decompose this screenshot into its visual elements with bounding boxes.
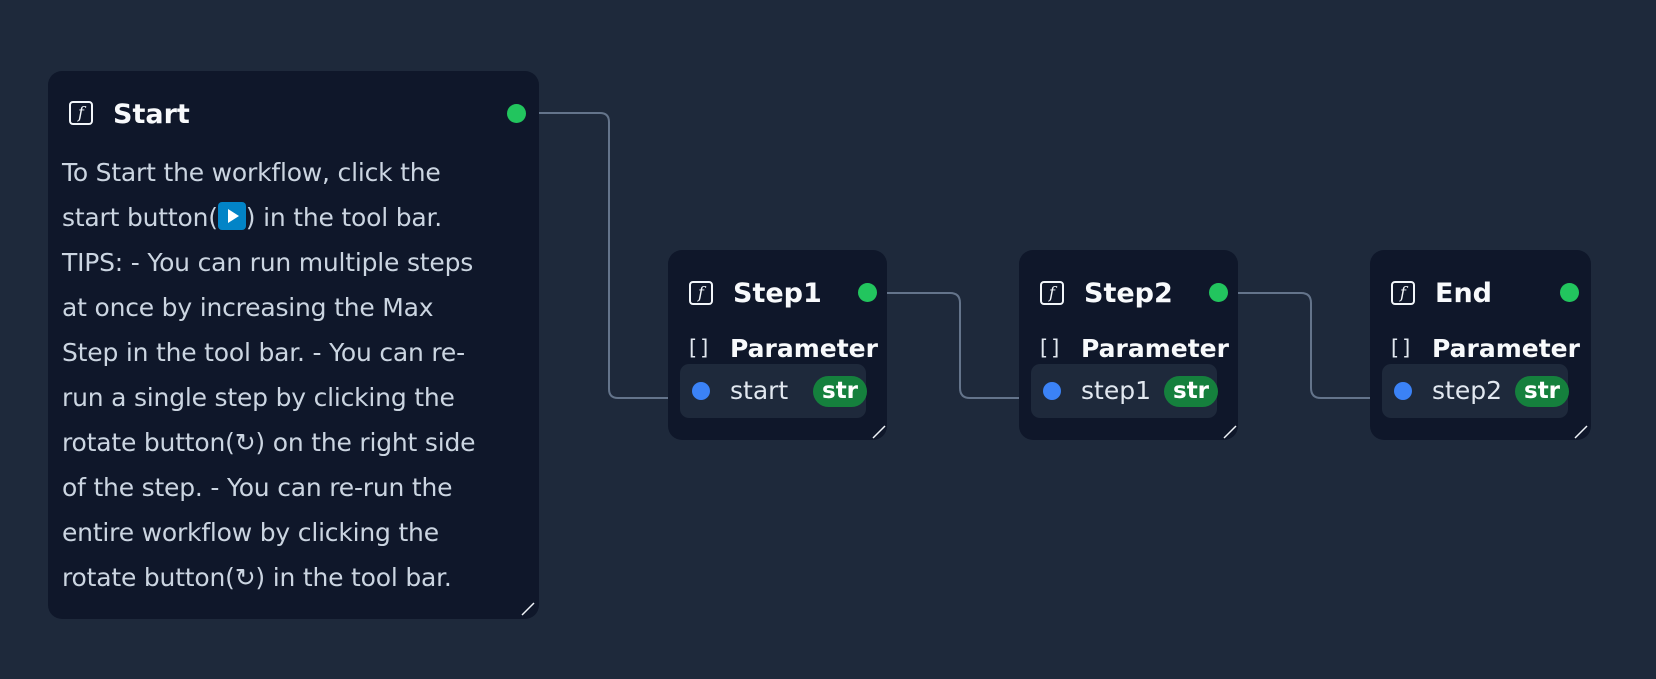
description-line: of the step. - You can re-run the	[62, 473, 453, 502]
function-icon: f	[689, 281, 713, 305]
step2-node[interactable]: f Step2 [] Parameter step1 str	[1019, 250, 1238, 440]
description-line: entire workflow by clicking the	[62, 518, 439, 547]
description-text: start button(	[62, 203, 218, 232]
parameter-label: Parameter	[1081, 333, 1229, 363]
description-line: start button( ) in the tool bar.	[62, 195, 532, 240]
parameter-name: step1	[1081, 376, 1151, 405]
parameter-row[interactable]: step2 str	[1382, 364, 1570, 418]
output-handle[interactable]	[858, 283, 877, 302]
parameter-section: [] Parameter	[1388, 333, 1580, 363]
output-handle[interactable]	[507, 104, 526, 123]
start-node[interactable]: f Start To Start the workflow, click the…	[48, 71, 539, 619]
parameter-name: start	[730, 376, 789, 405]
description-line: rotate button(↻) on the right side	[62, 428, 476, 457]
parameter-name: step2	[1432, 376, 1502, 405]
resize-handle-icon[interactable]	[872, 425, 886, 439]
parameter-section: [] Parameter	[686, 333, 878, 363]
node-description: To Start the workflow, click the start b…	[62, 150, 532, 600]
parameter-section: [] Parameter	[1037, 333, 1229, 363]
brackets-icon: []	[1388, 335, 1414, 360]
function-icon: f	[69, 101, 93, 125]
description-line: at once by increasing the Max	[62, 293, 434, 322]
input-handle[interactable]	[692, 382, 710, 400]
function-icon: f	[1040, 281, 1064, 305]
edge-step2-to-end	[1219, 292, 1389, 399]
node-title: Step1	[733, 278, 822, 309]
description-line: To Start the workflow, click the	[62, 158, 441, 187]
parameter-label: Parameter	[1432, 333, 1580, 363]
description-line: run a single step by clicking the	[62, 383, 455, 412]
input-handle[interactable]	[1043, 382, 1061, 400]
resize-handle-icon[interactable]	[521, 602, 535, 616]
edge-step1-to-step2	[868, 292, 1037, 399]
type-badge: str	[1164, 376, 1219, 407]
function-icon: f	[1391, 281, 1415, 305]
resize-handle-icon[interactable]	[1574, 425, 1588, 439]
output-handle[interactable]	[1209, 283, 1228, 302]
description-line: rotate button(↻) in the tool bar.	[62, 563, 452, 592]
edge-start-to-step1	[516, 112, 686, 399]
resize-handle-icon[interactable]	[1223, 425, 1237, 439]
node-title: End	[1435, 278, 1492, 309]
parameter-row[interactable]: start str	[680, 364, 868, 418]
input-handle[interactable]	[1394, 382, 1412, 400]
description-line: Step in the tool bar. - You can re-	[62, 338, 465, 367]
step1-node[interactable]: f Step1 [] Parameter start str	[668, 250, 887, 440]
end-node[interactable]: f End [] Parameter step2 str	[1370, 250, 1591, 440]
description-line: TIPS: - You can run multiple steps	[62, 248, 474, 277]
node-title: Start	[113, 99, 190, 130]
play-button-icon	[217, 202, 246, 230]
type-badge: str	[1515, 376, 1570, 407]
node-header: f Start	[48, 71, 539, 155]
parameter-row[interactable]: step1 str	[1031, 364, 1219, 418]
brackets-icon: []	[686, 335, 712, 360]
description-text: ) in the tool bar.	[245, 203, 443, 232]
output-handle[interactable]	[1560, 283, 1579, 302]
type-badge: str	[813, 376, 868, 407]
node-title: Step2	[1084, 278, 1173, 309]
parameter-label: Parameter	[730, 333, 878, 363]
brackets-icon: []	[1037, 335, 1063, 360]
